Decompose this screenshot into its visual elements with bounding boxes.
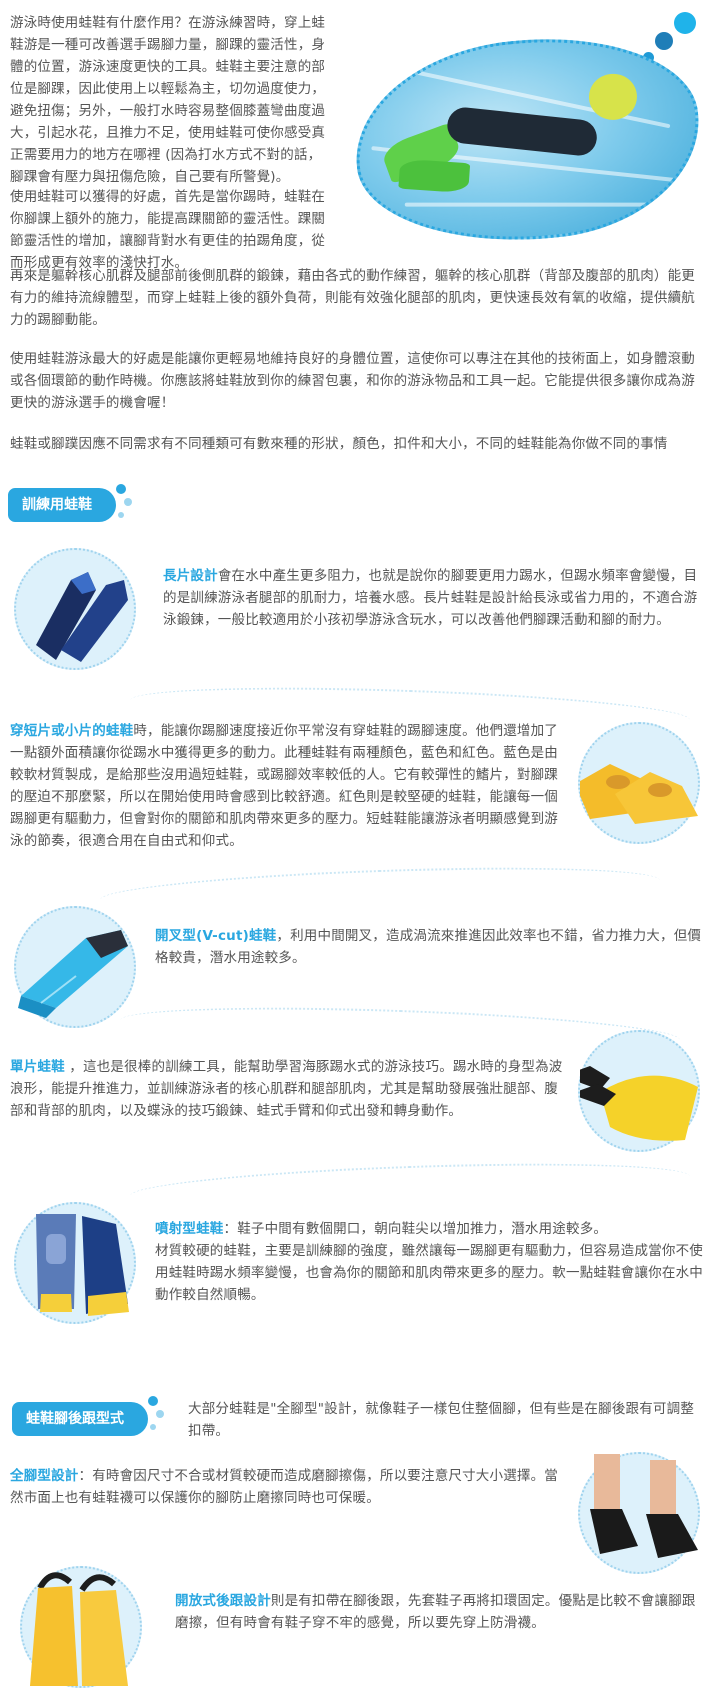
v-cut-fin-icon: [18, 930, 128, 1018]
long-fin-image: [14, 548, 136, 670]
intro-paragraph-1: 游泳時使用蛙鞋有什麼作用？在游泳練習時，穿上蛙鞋游是一種可改善選手踢腳力量，腳踝…: [10, 15, 326, 185]
divider-curve: [99, 860, 661, 920]
intro-paragraph-4: 蛙鞋或腳蹼因應不同需求有不同種類可有數來種的形狀，顏色，扣件和大小，不同的蛙鞋能…: [10, 436, 668, 452]
full-foot-description: 全腳型設計：有時會因尺寸不合或材質較硬而造成磨腳擦傷，所以要注意尺寸大小選擇。當…: [10, 1468, 558, 1506]
short-fin-icon: [575, 764, 698, 824]
hero-bubble-large: [674, 12, 696, 34]
heel-style-intro: 大部分蛙鞋是"全腳型"設計，就像鞋子一樣包住整個腳，但有些是在腳後跟有可調整扣帶…: [188, 1401, 695, 1439]
jet-fin-name: 噴射型蛙鞋: [155, 1221, 224, 1237]
badge-bubble: [148, 1396, 158, 1406]
jet-fin-description: 噴射型蛙鞋：鞋子中間有數個開口，朝向鞋尖以增加推力，潛水用途較多。 材質較硬的蛙…: [155, 1221, 703, 1303]
short-fin-description: 穿短片或小片的蛙鞋時，能讓你踢腳速度接近你平常沒有穿蛙鞋的踢腳速度。他們還增加了…: [10, 723, 559, 849]
open-heel-fin-image: [20, 1566, 142, 1688]
intro-paragraph-2b: 再來是軀幹核心肌群及腿部前後側肌群的鍛鍊，藉由各式的動作練習，軀幹的核心肌群（背…: [10, 268, 695, 328]
badge-bubble: [156, 1410, 164, 1418]
mono-fin-icon: [562, 1066, 698, 1141]
full-foot-name: 全腳型設計: [10, 1468, 79, 1484]
hero-bubble-medium: [655, 32, 673, 50]
intro-paragraph-3: 使用蛙鞋游泳最大的好處是能讓你更輕易地維持良好的身體位置，這使你可以專注在其他的…: [10, 351, 695, 411]
mono-fin-image: [562, 1030, 700, 1152]
badge-bubble: [124, 498, 132, 506]
divider-curve: [129, 1156, 691, 1216]
long-fin-icon: [36, 572, 128, 662]
short-fin-name: 穿短片或小片的蛙鞋: [10, 723, 134, 739]
open-heel-description: 開放式後跟設計則是有扣帶在腳後跟，先套鞋子再將扣環固定。優點是比較不會讓腳跟磨擦…: [175, 1593, 696, 1631]
intro-paragraph-2a: 使用蛙鞋可以獲得的好處，首先是當你踢時，蛙鞋在你腳課上額外的施力，能提高踝關節的…: [10, 189, 326, 271]
full-foot-fin-image: [578, 1452, 700, 1574]
section-badge-training-fins: 訓練用蛙鞋: [8, 488, 116, 522]
fin-sock-icon: [590, 1454, 698, 1558]
long-fin-description: 長片設計會在水中產生更多阻力，也就是說你的腳要更用力踢水，但踢水頻率會變慢，目的…: [163, 568, 698, 628]
v-cut-fin-description: 開叉型(V-cut)蛙鞋，利用中間開叉，造成渦流來推進因此效率也不錯，省力推力大…: [155, 928, 702, 966]
jet-fin-image: [14, 1202, 136, 1324]
section-badge-heel-style: 蛙鞋腳後跟型式: [12, 1402, 148, 1436]
jet-fin-icon: [36, 1214, 129, 1316]
mono-fin-description: 單片蛙鞋 ，這也是很棒的訓練工具，能幫助學習海豚踢水式的游泳技巧。踢水時的身型為…: [10, 1059, 563, 1119]
mono-fin-name: 單片蛙鞋: [10, 1059, 65, 1075]
v-cut-fin-image: [14, 906, 136, 1028]
long-fin-name: 長片設計: [163, 568, 218, 584]
v-cut-fin-name: 開叉型(V-cut)蛙鞋: [155, 928, 277, 944]
badge-bubble: [118, 512, 124, 518]
open-heel-name: 開放式後跟設計: [175, 1593, 271, 1609]
badge-bubble: [150, 1424, 156, 1430]
open-heel-fin-icon: [30, 1572, 128, 1686]
badge-bubble: [116, 484, 126, 494]
short-fin-image: [575, 722, 700, 844]
